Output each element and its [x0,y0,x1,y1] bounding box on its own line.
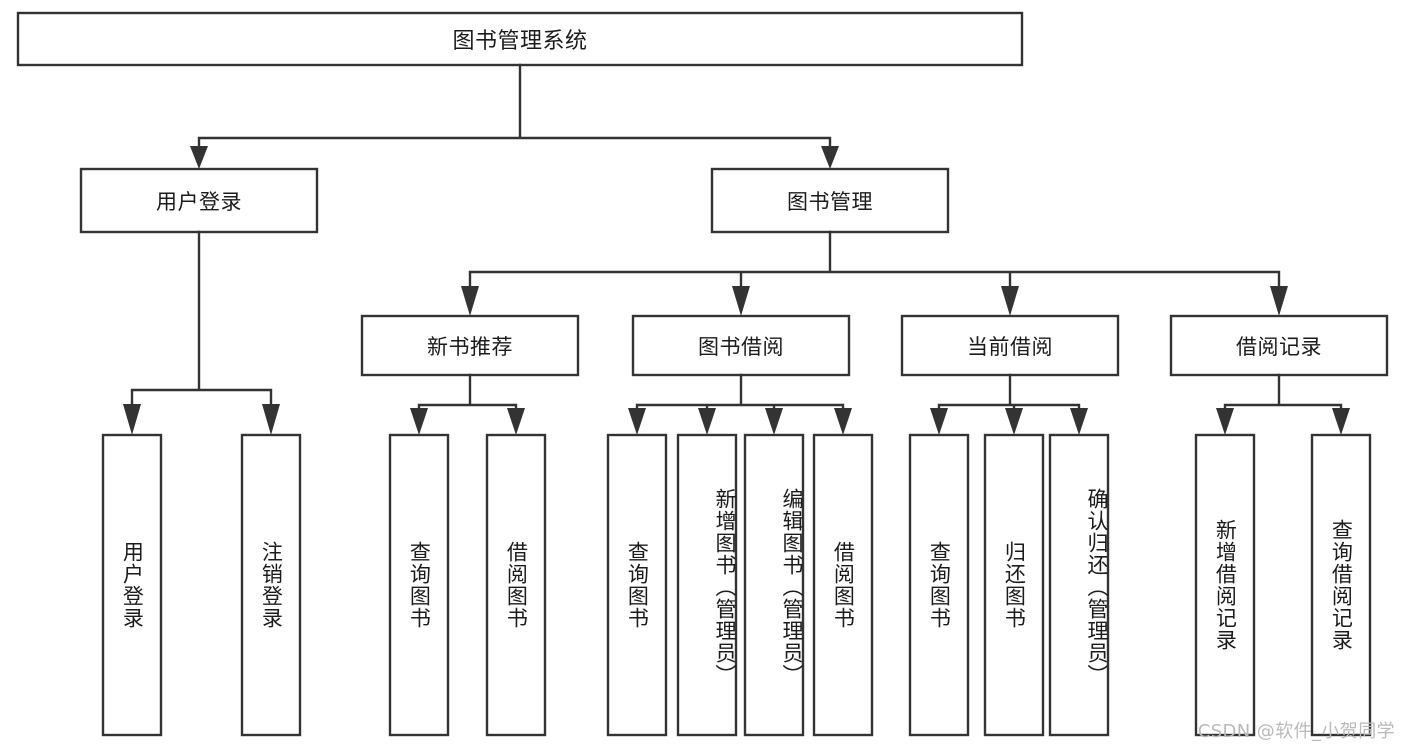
edge-borrow-record-bus [1223,373,1343,414]
arrow-book-manage-to-new-book-recommend [461,286,479,316]
arrow-book-manage-to-book-borrow [732,286,750,316]
node-box-user-login[interactable] [79,167,319,234]
node-box-root[interactable] [16,11,1024,67]
arrow-book-borrow-to-leaf-query-book-2 [628,408,646,435]
arrow-root-to-book-manage [821,146,839,169]
node-box-leaf-borrow-book-2[interactable] [812,433,874,737]
arrow-book-borrow-to-leaf-add-book [698,408,716,435]
node-box-leaf-confirm-return[interactable] [1048,433,1110,737]
watermark: CSDN @软件_小贺同学 [1197,721,1395,742]
arrow-book-manage-to-current-borrow [1001,286,1019,316]
node-box-book-manage[interactable] [710,167,950,234]
arrow-borrow-record-to-leaf-add-record [1216,408,1234,435]
node-box-leaf-query-book-1[interactable] [388,433,450,737]
node-box-borrow-record[interactable] [1169,314,1389,377]
edge-book-borrow-bus [635,373,845,414]
edge-current-borrow-bus [937,373,1081,414]
arrow-current-borrow-to-leaf-return-book [1005,408,1023,435]
node-box-new-book-recommend[interactable] [360,314,580,377]
arrow-root-to-user-login [190,146,208,169]
arrow-book-manage-to-borrow-record [1270,286,1288,316]
arrow-borrow-record-to-leaf-query-record [1332,408,1350,435]
arrow-new-book-recommend-to-leaf-borrow-book-1 [507,408,525,435]
node-box-leaf-add-book[interactable] [676,433,738,737]
arrow-user-login-to-leaf-user-login [123,404,141,435]
node-box-current-borrow[interactable] [900,314,1120,377]
edge-book-manage-bus [468,230,1281,292]
node-box-leaf-return-book[interactable] [983,433,1045,737]
node-box-leaf-borrow-book-1[interactable] [485,433,547,737]
node-box-leaf-user-login[interactable] [101,433,163,737]
arrow-current-borrow-to-leaf-confirm-return [1070,408,1088,435]
node-box-leaf-query-book-2[interactable] [606,433,668,737]
arrow-book-borrow-to-leaf-edit-book [765,408,783,435]
node-box-leaf-edit-book[interactable] [743,433,805,737]
arrow-user-login-to-leaf-logout [262,404,280,435]
node-box-leaf-logout[interactable] [240,433,302,737]
arrow-book-borrow-to-leaf-borrow-book-2 [834,408,852,435]
node-box-leaf-add-record[interactable] [1194,433,1256,737]
node-box-leaf-query-record[interactable] [1310,433,1372,737]
node-box-leaf-query-book-3[interactable] [908,433,970,737]
node-box-book-borrow[interactable] [631,314,851,377]
arrow-current-borrow-to-leaf-query-book-3 [930,408,948,435]
arrow-new-book-recommend-to-leaf-query-book-1 [410,408,428,435]
edge-new-book-recommend-bus [417,373,518,414]
edge-root-bus [197,63,832,154]
edge-user-login-bus [130,230,273,410]
